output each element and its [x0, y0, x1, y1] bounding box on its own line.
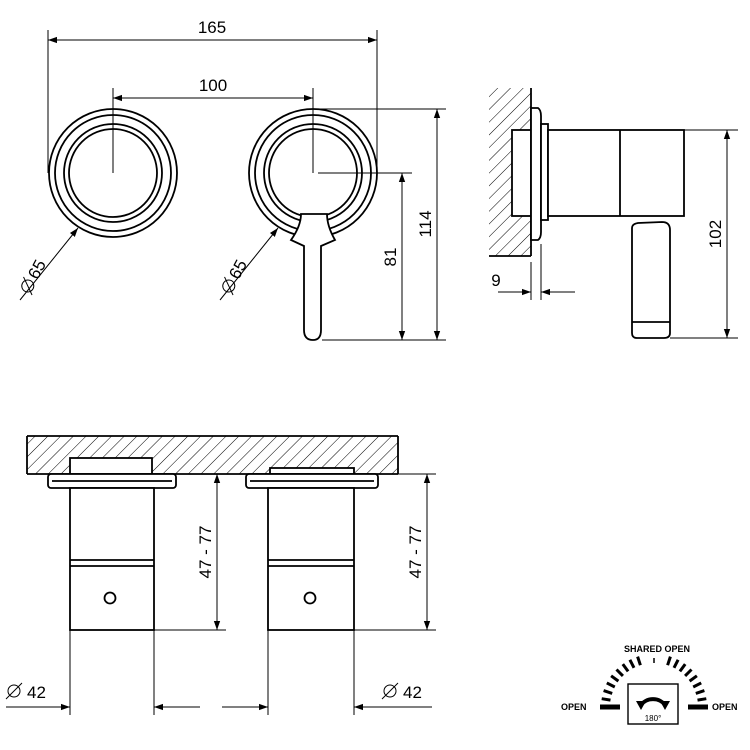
lever-handle — [289, 213, 337, 341]
dim-overall-width-label: 165 — [198, 18, 226, 37]
rotation-arrow-icon — [636, 697, 670, 710]
left-body-top — [47, 457, 177, 631]
legend-open-left-label: OPEN — [561, 702, 587, 712]
top-view: 47 - 77 47 - 77 42 42 — [5, 435, 436, 715]
dim-left-depth-label: 47 - 77 — [196, 526, 215, 579]
legend-tick — [695, 689, 705, 695]
legend-tick — [628, 659, 636, 669]
dim-side-height: 102 — [670, 129, 738, 339]
legend-tick — [606, 681, 616, 689]
dim-side-projection: 9 — [491, 244, 575, 300]
legend-tick — [615, 668, 624, 677]
legend-tick-arc — [601, 656, 707, 709]
dim-side-height-label: 102 — [706, 220, 725, 248]
legend-rotation-label: 180° — [645, 714, 662, 723]
dim-center-distance: 100 — [112, 76, 314, 173]
legend-open-right-label: OPEN — [712, 702, 738, 712]
dim-left-rosette-diameter: 65 — [19, 227, 79, 301]
legend-tick — [603, 689, 613, 695]
dim-right-body-diameter-label: 42 — [403, 683, 422, 702]
dim-right-depth-label: 47 - 77 — [406, 526, 425, 579]
dim-lever-height: 81 — [318, 172, 446, 341]
dim-overall-width: 165 — [47, 18, 378, 173]
dim-left-depth: 47 - 77 — [154, 473, 226, 631]
dim-left-rosette-diameter-label: 65 — [24, 257, 50, 283]
legend-tick — [610, 674, 620, 683]
dim-right-depth: 47 - 77 — [354, 473, 436, 631]
legend-tick — [697, 697, 707, 702]
dim-left-body-diameter: 42 — [5, 630, 200, 715]
legend-tick — [636, 656, 642, 666]
legend-tick — [684, 668, 693, 677]
legend-tick — [688, 674, 698, 683]
dim-right-body-diameter: 42 — [222, 630, 432, 715]
legend-tick — [692, 681, 702, 689]
dim-left-body-diameter-label: 42 — [27, 683, 46, 702]
rotation-legend: SHARED OPEN OPEN OPEN 180° — [561, 644, 738, 725]
dim-center-distance-label: 100 — [199, 76, 227, 95]
dim-lever-height-label: 81 — [381, 248, 400, 267]
legend-tick — [666, 656, 672, 666]
dim-total-height-label: 114 — [416, 210, 435, 237]
dim-right-rosette-diameter: 65 — [219, 227, 279, 301]
dim-right-rosette-diameter-label: 65 — [225, 257, 251, 283]
right-body-top — [245, 467, 379, 631]
dim-side-projection-label: 9 — [491, 271, 500, 290]
dim-total-height: 114 — [313, 108, 446, 340]
legend-tick — [672, 659, 680, 669]
side-view: 9 102 — [489, 88, 738, 339]
legend-tick — [678, 663, 687, 673]
legend-shared-open-label: SHARED OPEN — [624, 644, 690, 654]
legend-tick — [621, 663, 630, 673]
legend-tick — [601, 697, 611, 702]
front-view: 165 100 65 65 — [19, 18, 446, 341]
